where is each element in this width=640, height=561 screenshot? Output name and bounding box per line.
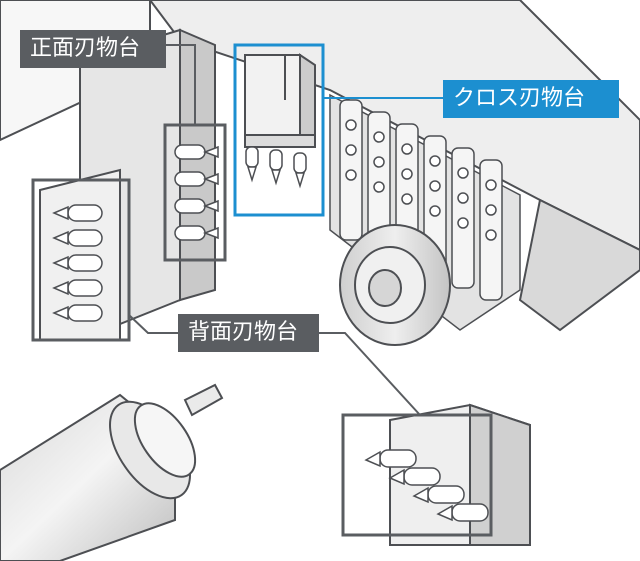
- leader-lines: [128, 44, 445, 416]
- front-tool-post-label: 正面刃物台: [20, 30, 166, 68]
- tool-bit: [52, 279, 103, 297]
- tool-bit: [174, 144, 219, 160]
- tool-bit: [436, 503, 489, 522]
- back-leader-left: [128, 314, 180, 334]
- cross-tools-frame: [233, 43, 325, 217]
- tool-bit: [388, 467, 441, 486]
- tool-bit: [52, 229, 103, 247]
- back-tool-post-label: 背面刃物台: [178, 314, 319, 352]
- back-tool-bits: [364, 449, 489, 522]
- tool-bit: [174, 225, 219, 241]
- tool-bit: [52, 304, 103, 322]
- tool-bit: [412, 485, 465, 504]
- tool-bit: [52, 204, 103, 222]
- sub-spindle: [0, 383, 224, 561]
- front-leader: [165, 44, 196, 125]
- back-tools-frame: [341, 413, 493, 537]
- guide-bushing: [339, 224, 451, 346]
- gang-tools: [329, 93, 521, 331]
- cross-tool-holder: [244, 53, 316, 189]
- front-tool-bits: [52, 204, 103, 322]
- front-tools-frame: [31, 178, 131, 342]
- back-leader-right: [318, 332, 421, 416]
- tool-bit: [52, 254, 103, 272]
- cross-tool-post-label: クロス刃物台: [443, 80, 619, 118]
- tool-bit: [174, 171, 219, 187]
- side-tool-bits: [174, 144, 219, 241]
- tool-bit: [364, 449, 417, 468]
- tool-bit: [174, 198, 219, 214]
